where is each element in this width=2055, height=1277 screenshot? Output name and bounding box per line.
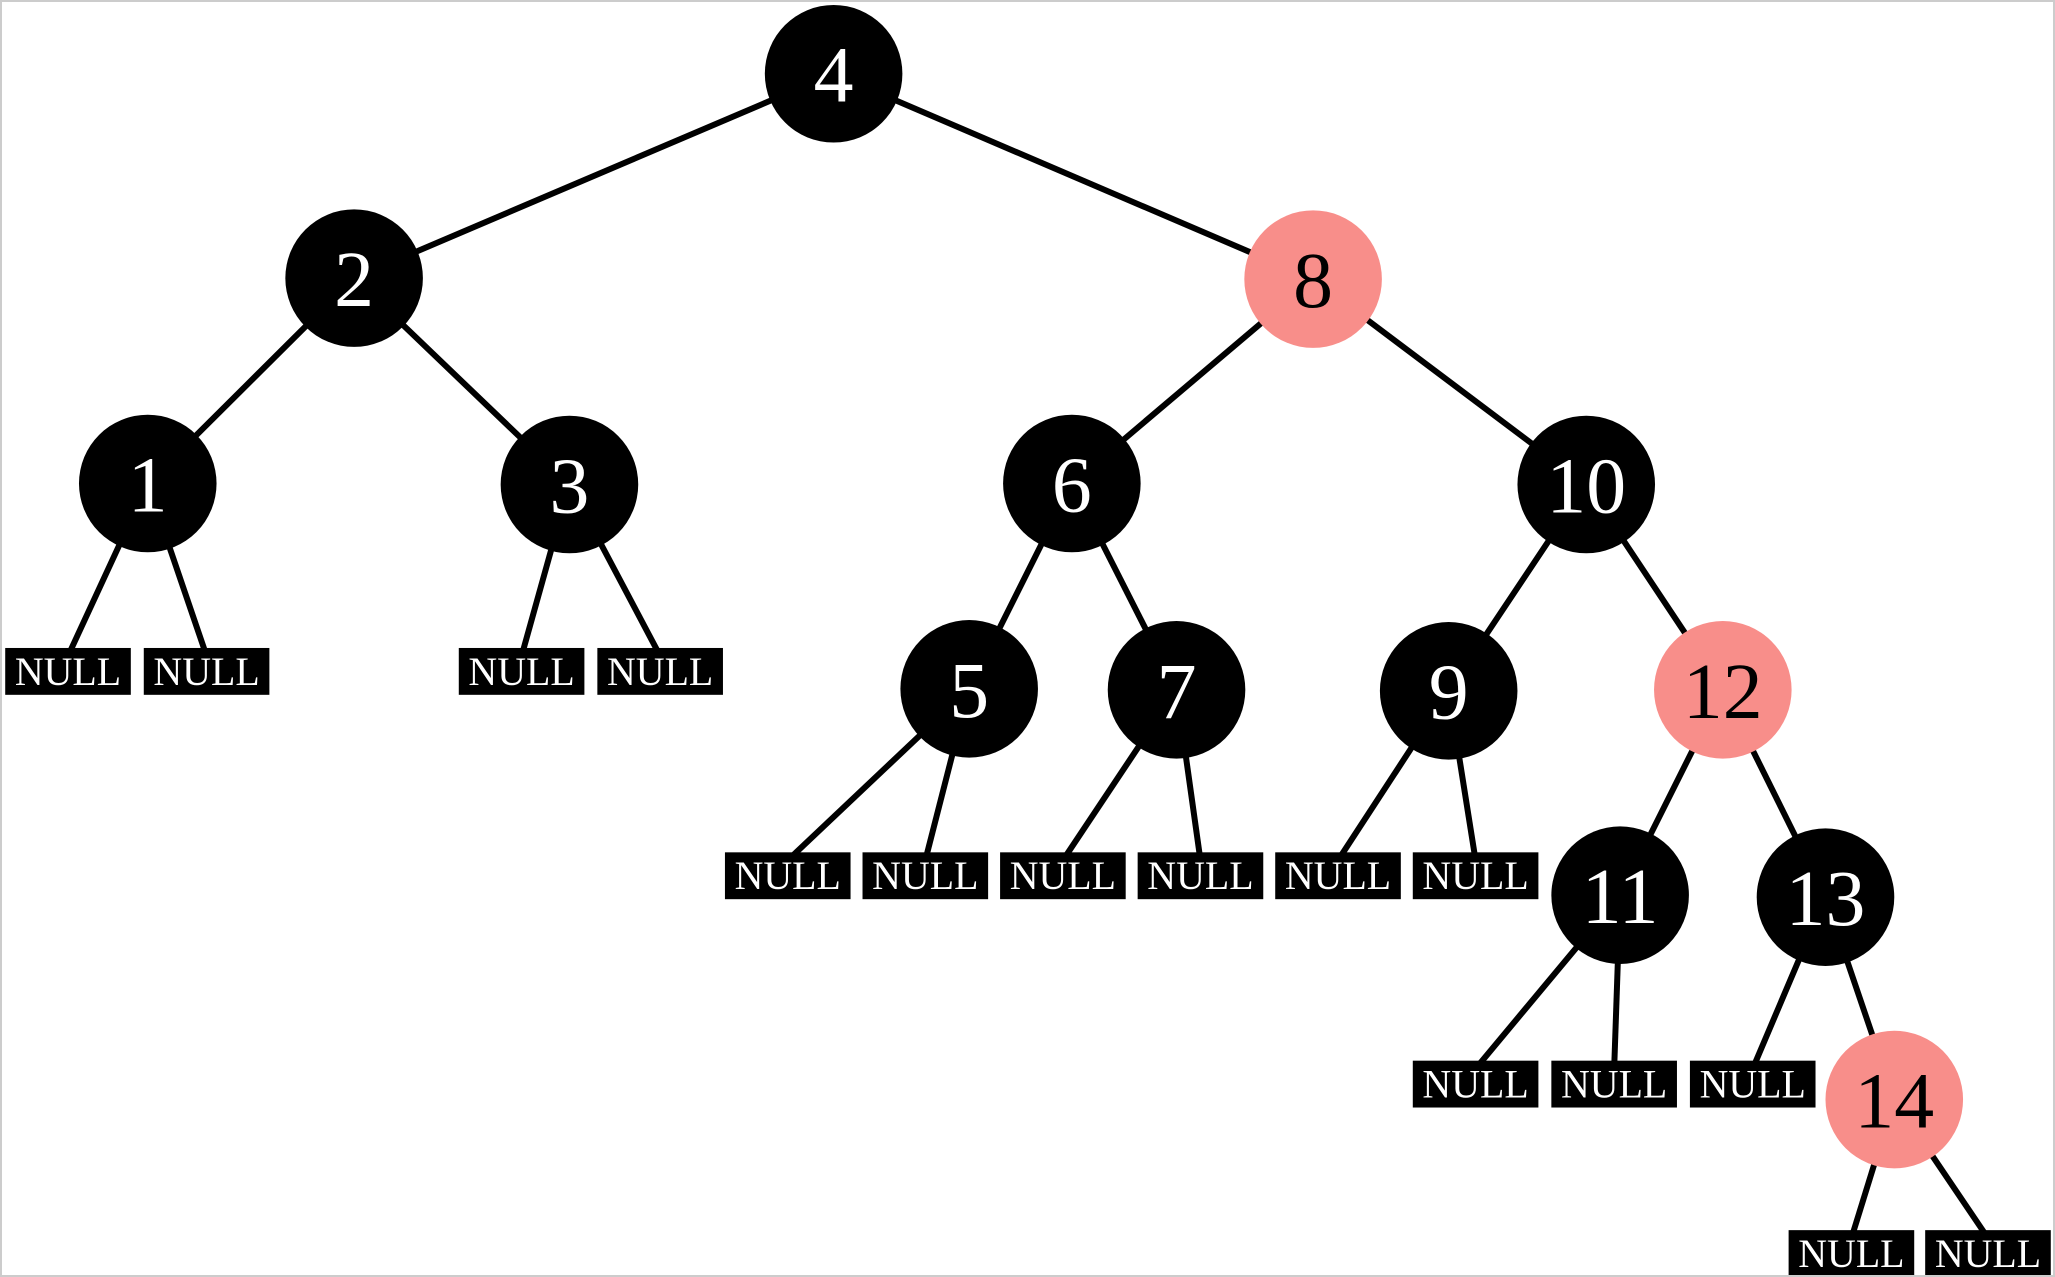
null-leaf-label: NULL xyxy=(1147,853,1253,898)
tree-node-11: 11 xyxy=(1551,826,1689,964)
node-value-label: 9 xyxy=(1429,649,1469,737)
null-leaf-box xyxy=(724,852,851,900)
null-leaf-box xyxy=(597,647,723,695)
node-value-label: 5 xyxy=(949,647,989,735)
null-leaf-label: NULL xyxy=(872,853,978,898)
node-value-label: 6 xyxy=(1052,441,1092,529)
null-leaf-label: NULL xyxy=(1935,1231,2041,1275)
null-leaf-label: NULL xyxy=(1422,1062,1528,1107)
null-leaf: NULL xyxy=(1275,852,1401,900)
null-leaf-label: NULL xyxy=(1285,853,1391,898)
null-leaf-box xyxy=(1412,852,1539,900)
edge-n4-n8 xyxy=(832,71,1315,282)
null-leaf-label: NULL xyxy=(1700,1062,1806,1107)
null-leaf: NULL xyxy=(862,852,989,900)
black-node-circle xyxy=(500,415,639,554)
null-leaf-box xyxy=(1275,852,1401,900)
tree-node-9: 9 xyxy=(1379,622,1518,760)
null-leaf-box xyxy=(1000,852,1126,900)
edge-n4-n2 xyxy=(352,71,835,281)
null-leaf: NULL xyxy=(1925,1230,2051,1275)
null-leaf-label: NULL xyxy=(735,853,841,898)
null-leaf-label: NULL xyxy=(1561,1062,1667,1107)
tree-node-5: 5 xyxy=(900,620,1038,758)
null-leaf: NULL xyxy=(1689,1060,1816,1108)
tree-node-8: 8 xyxy=(1244,210,1382,348)
null-leaf: NULL xyxy=(597,647,723,695)
node-value-label: 8 xyxy=(1293,237,1333,325)
black-node-circle xyxy=(1107,621,1246,759)
null-leaf: NULL xyxy=(1000,852,1126,900)
null-leaf: NULL xyxy=(724,852,851,900)
null-leaf: NULL xyxy=(1137,852,1264,900)
null-leaf: NULL xyxy=(1788,1230,1915,1275)
null-leaf-label: NULL xyxy=(1798,1231,1904,1275)
node-value-label: 7 xyxy=(1157,648,1197,736)
null-leaf: NULL xyxy=(5,647,131,695)
black-node-circle xyxy=(764,4,903,143)
null-leaf-box xyxy=(1137,852,1264,900)
red-node-circle xyxy=(1825,1030,1964,1169)
null-leaf: NULL xyxy=(1412,852,1539,900)
null-leaf-label: NULL xyxy=(1422,853,1528,898)
null-leaf-label: NULL xyxy=(153,649,259,694)
null-leaf-label: NULL xyxy=(607,649,713,694)
null-leaf-box xyxy=(143,647,270,695)
null-leaf-label: NULL xyxy=(15,649,121,694)
black-node-circle xyxy=(1379,622,1518,760)
red-node-circle xyxy=(1654,621,1792,759)
null-leaf-box xyxy=(862,852,989,900)
null-leaf-box xyxy=(1412,1060,1539,1108)
black-node-circle xyxy=(1756,828,1895,966)
null-leaf-box xyxy=(1788,1230,1915,1275)
node-value-label: 3 xyxy=(550,442,590,530)
black-node-circle xyxy=(78,414,217,553)
null-leaf-box xyxy=(1689,1060,1816,1108)
black-node-circle xyxy=(1003,414,1141,553)
node-value-label: 1 xyxy=(128,441,168,529)
node-value-label: 11 xyxy=(1582,853,1659,941)
tree-node-7: 7 xyxy=(1107,621,1246,759)
node-value-label: 4 xyxy=(814,32,854,120)
black-node-circle xyxy=(285,209,423,347)
tree-node-4: 4 xyxy=(764,4,903,143)
tree-node-6: 6 xyxy=(1003,414,1141,553)
node-value-label: 12 xyxy=(1683,648,1763,736)
null-leaf-box xyxy=(458,647,585,695)
null-leaf-box xyxy=(5,647,131,695)
tree-node-14: 14 xyxy=(1825,1030,1964,1169)
node-value-label: 2 xyxy=(334,236,374,324)
tree-node-12: 12 xyxy=(1654,621,1792,759)
null-leaf: NULL xyxy=(458,647,585,695)
black-node-circle xyxy=(900,620,1038,758)
null-leaf: NULL xyxy=(1412,1060,1539,1108)
tree-node-3: 3 xyxy=(500,415,639,554)
null-leaf-box xyxy=(1551,1060,1677,1108)
null-leaf-label: NULL xyxy=(468,649,574,694)
tree-node-13: 13 xyxy=(1756,828,1895,966)
tree-node-10: 10 xyxy=(1517,415,1656,554)
null-leaf-label: NULL xyxy=(1010,853,1116,898)
tree-node-1: 1 xyxy=(78,414,217,553)
null-leaf-box xyxy=(1925,1230,2051,1275)
node-value-label: 14 xyxy=(1854,1057,1934,1145)
black-node-circle xyxy=(1517,415,1656,554)
node-value-label: 13 xyxy=(1786,855,1866,943)
null-leaf: NULL xyxy=(143,647,270,695)
tree-node-2: 2 xyxy=(285,209,423,347)
black-node-circle xyxy=(1551,826,1689,964)
red-node-circle xyxy=(1244,210,1382,348)
node-value-label: 10 xyxy=(1546,442,1626,530)
null-leaf: NULL xyxy=(1551,1060,1677,1108)
